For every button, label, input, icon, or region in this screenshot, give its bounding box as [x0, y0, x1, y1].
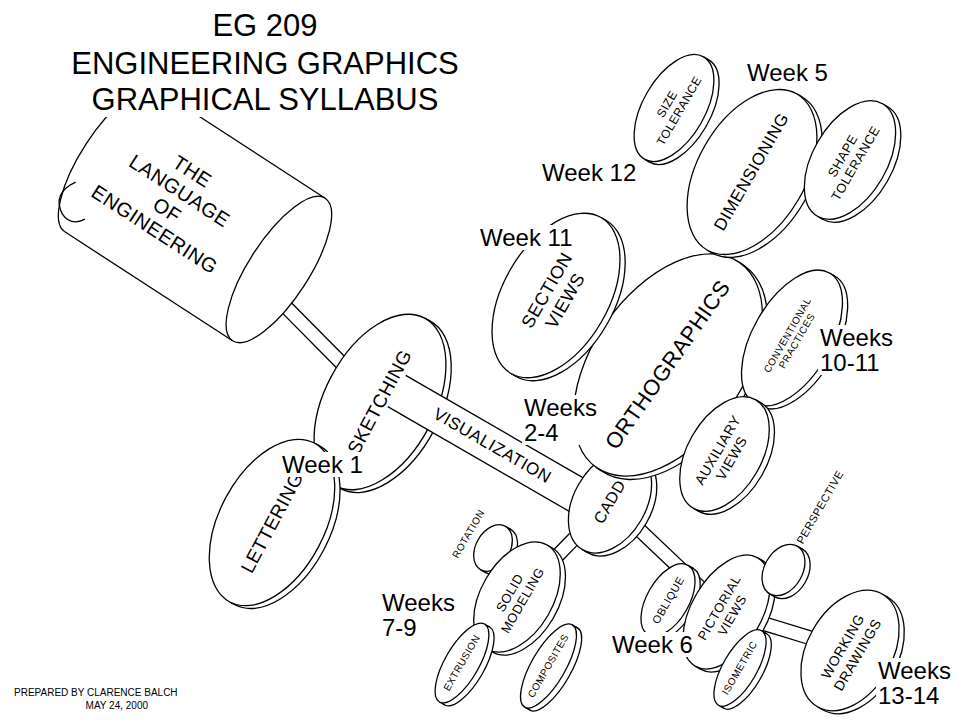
syllabus-title: GRAPHICAL SYLLABUS	[90, 84, 441, 117]
topic-text: THE LANGUAGE OF ENGINEERING	[87, 123, 259, 279]
topic-text: SOLID MODELING	[486, 558, 549, 636]
week-label: Weeks 7-9	[380, 590, 457, 640]
week-label: Weeks 2-4	[522, 395, 599, 445]
topic-text: CONVENTIONAL PRACTICES	[761, 296, 823, 381]
week-label: Weeks 13-14	[876, 658, 953, 708]
shaft	[282, 303, 341, 363]
week-label: Week 12	[540, 160, 638, 185]
week-label: Week 5	[745, 60, 830, 85]
topic-text: PERSPECTIVE	[794, 468, 846, 546]
topic-text: SHAPE TOLERANCE	[816, 116, 884, 203]
author-note: PREPARED BY CLARENCE BALCH	[12, 688, 180, 699]
week-label: Week 11	[478, 225, 575, 250]
syllabus-title: ENGINEERING GRAPHICS	[69, 48, 461, 81]
topic-text: LETTERING	[236, 468, 307, 576]
week-label: Weeks 10-11	[818, 325, 895, 375]
topic-text: AUXILIARY VIEWS	[691, 413, 757, 496]
syllabus-title: EG 209	[210, 10, 319, 43]
week-label: Week 6	[610, 632, 695, 657]
week-label: Week 1	[280, 452, 365, 477]
topic-text: OBLIQUE	[649, 574, 686, 626]
topic-text: DIMENSIONING	[710, 110, 793, 235]
author-note: MAY 24, 2000	[84, 701, 150, 712]
topic-text: CADD	[590, 477, 630, 527]
topic-text: SECTION VIEWS	[517, 248, 595, 341]
topic-text: WORKING DRAWINGS	[816, 607, 884, 693]
